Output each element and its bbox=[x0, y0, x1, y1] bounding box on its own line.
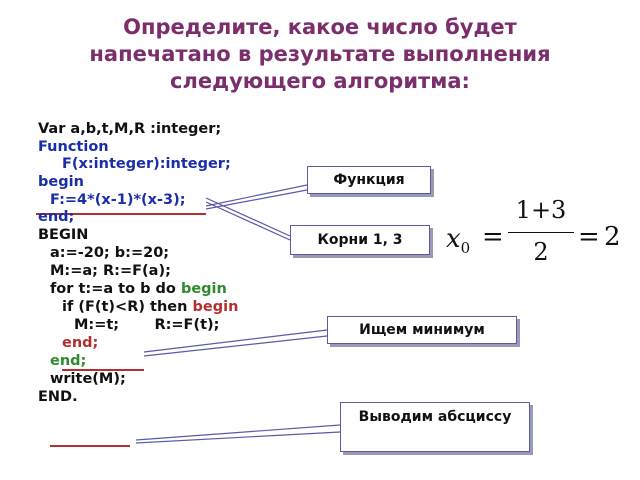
root-average-formula: x0 = 1+3 2 = 2 bbox=[446, 196, 636, 278]
title-line-2: напечатано в результате выполнения bbox=[89, 42, 551, 66]
pointer-roots bbox=[205, 197, 291, 237]
for-text: for t:=a to b do bbox=[50, 281, 181, 297]
title-line-1: Определите, какое число будет bbox=[123, 15, 517, 39]
callout-minimum: Ищем минимум bbox=[327, 316, 517, 344]
code-line-begin: begin bbox=[38, 174, 84, 190]
formula-fraction-bar bbox=[508, 232, 574, 233]
title-line-3: следующего алгоритма: bbox=[170, 69, 470, 93]
code-line-formula: F:=4*(x-1)*(x-3); bbox=[50, 192, 186, 208]
pointer-roots-2 bbox=[205, 201, 291, 241]
code-line-end-function: end; bbox=[38, 209, 75, 225]
formula-equals-1: = bbox=[482, 222, 504, 252]
code-line-write: write(M); bbox=[50, 371, 126, 387]
callout-function: Функция bbox=[307, 166, 431, 194]
formula-numerator: 1+3 bbox=[515, 196, 567, 224]
code-line-var: Var a,b,t,M,R :integer; bbox=[38, 121, 222, 137]
code-line-update: M:=t; R:=F(t); bbox=[74, 317, 220, 333]
code-line-end-program: END. bbox=[38, 389, 78, 405]
code-line-if: if (F(t)<R) then begin bbox=[62, 298, 238, 316]
pointer-function bbox=[205, 184, 308, 207]
code-line-end-for: end; bbox=[50, 353, 87, 369]
pointer-output-2 bbox=[135, 431, 341, 444]
if-begin-keyword: begin bbox=[192, 299, 239, 315]
formula-result: 2 bbox=[604, 222, 621, 252]
formula-var: x bbox=[446, 224, 461, 254]
pointer-output bbox=[135, 424, 341, 441]
pointer-min-2 bbox=[143, 335, 328, 357]
code-line-assign-mr: M:=a; R:=F(a); bbox=[50, 263, 171, 279]
code-line-main-begin: BEGIN bbox=[38, 227, 89, 243]
formula-variable: x0 bbox=[446, 224, 470, 257]
callout-roots: Корни 1, 3 bbox=[290, 225, 430, 255]
code-line-function: Function bbox=[38, 139, 109, 155]
formula-equals-2: = bbox=[578, 222, 600, 252]
callout-output: Выводим абсциссу bbox=[340, 402, 530, 452]
code-line-signature: F(x:integer):integer; bbox=[62, 156, 231, 172]
pointer-min bbox=[143, 329, 328, 353]
formula-subscript: 0 bbox=[460, 239, 471, 258]
code-line-end-if: end; bbox=[62, 335, 99, 351]
if-text: if (F(t)<R) then bbox=[62, 299, 193, 315]
for-begin-keyword: begin bbox=[180, 281, 227, 297]
formula-denominator: 2 bbox=[533, 238, 549, 266]
slide-title: Определите, какое число будет напечатано… bbox=[20, 14, 620, 95]
code-line-for: for t:=a to b do begin bbox=[50, 280, 227, 298]
code-line-assign-ab: a:=-20; b:=20; bbox=[50, 245, 170, 261]
